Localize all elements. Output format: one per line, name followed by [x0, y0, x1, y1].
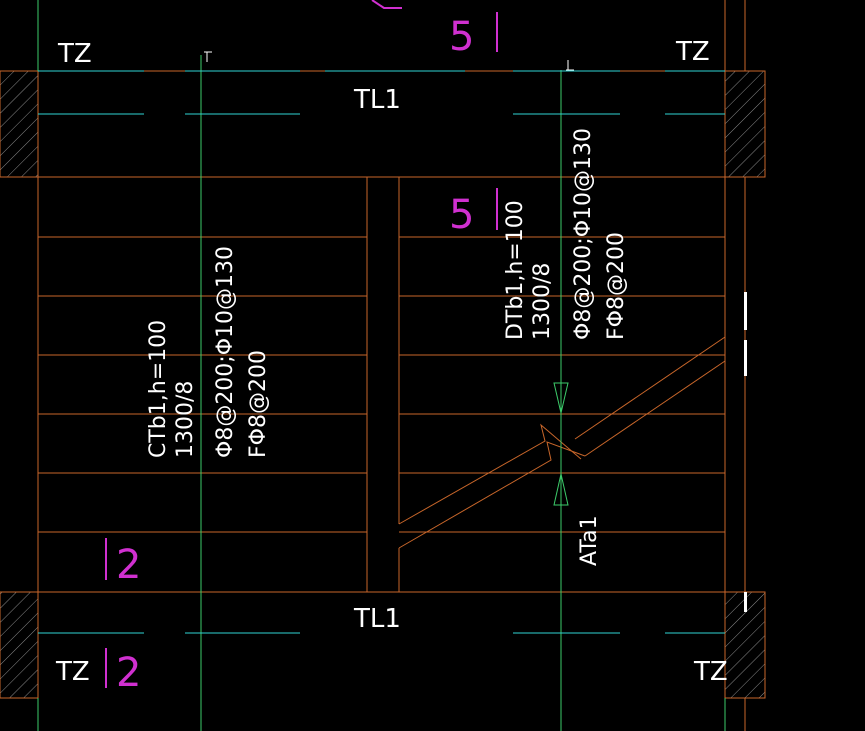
- tz-bottom-left-label: TZ: [55, 657, 90, 687]
- arrow-up-icon: [553, 473, 569, 506]
- ctb1-line-3: Φ8@200;Φ10@130: [213, 246, 238, 458]
- dtb1-line-1: DTb1,h=100: [503, 200, 528, 340]
- axis-ticks: [204, 51, 574, 71]
- tl1-bottom-label: TL1: [353, 604, 401, 634]
- tz-bottom-right-label: TZ: [693, 657, 728, 687]
- section-marks: 5 5 2 2: [105, 0, 498, 696]
- section-mark-top-5: 5: [449, 14, 474, 60]
- tl1-top-label: TL1: [353, 85, 401, 115]
- section-mark-mid-5: 5: [449, 192, 474, 238]
- ctb1-line-2: 1300/8: [173, 381, 198, 458]
- ctb1-line-1: CTb1,h=100: [146, 320, 171, 458]
- labels: TZ TZ TZ TZ TL1 TL1: [55, 37, 728, 687]
- dtb1-line-3: Φ8@200;Φ10@130: [571, 128, 596, 340]
- dtb1-line-2: 1300/8: [530, 263, 555, 340]
- dtb1-annotation: DTb1,h=100 1300/8 Φ8@200;Φ10@130 FΦ8@200: [503, 128, 629, 340]
- tz-top-left-label: TZ: [57, 39, 92, 69]
- edge-marks: [744, 292, 747, 612]
- ctb1-line-4: FΦ8@200: [246, 350, 271, 458]
- dtb1-line-4: FΦ8@200: [604, 232, 629, 340]
- column-top-left: [0, 70, 39, 178]
- column-bottom-left: [0, 591, 39, 699]
- ctb1-annotation: CTb1,h=100 1300/8 Φ8@200;Φ10@130 FΦ8@200: [146, 246, 271, 458]
- ata1-label: ATa1: [577, 515, 602, 566]
- tz-top-right-label: TZ: [675, 37, 710, 67]
- section-mark-bottom-2: 2: [116, 650, 141, 696]
- central-wall: [368, 178, 398, 591]
- section-mark-left-2: 2: [116, 542, 141, 588]
- arrow-down-icon: [553, 380, 569, 414]
- column-top-right: [724, 70, 766, 178]
- dimension-lines: [38, 70, 725, 634]
